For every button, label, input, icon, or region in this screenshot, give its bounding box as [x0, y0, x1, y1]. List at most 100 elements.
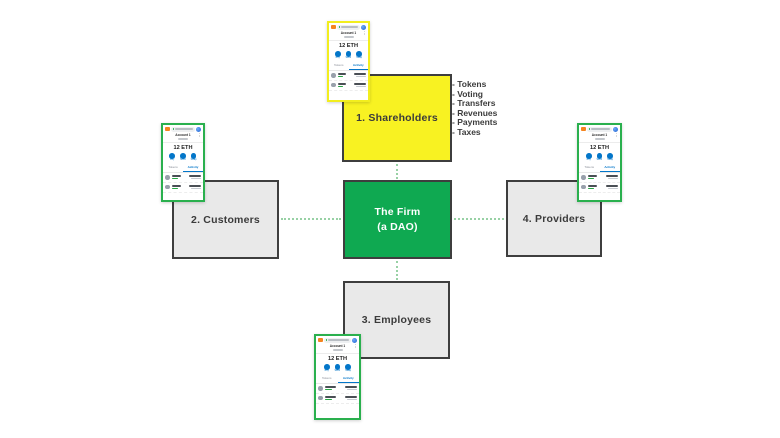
wallet-tabs: Tokens Activity	[316, 375, 359, 384]
token-fiat-text	[356, 85, 366, 88]
wallet-mockup-customers: Account 1 ⋮ 12 ETH Buy Send Swap Tokens …	[161, 123, 205, 202]
send-action[interactable]: Send	[596, 153, 603, 162]
token-fiat-text	[347, 398, 357, 401]
buy-icon[interactable]	[169, 153, 175, 159]
token-name-text	[337, 83, 347, 85]
wallet-balance: 12 ETH	[339, 43, 358, 50]
tab-activity[interactable]: Activity	[183, 164, 203, 172]
network-name-text	[175, 128, 193, 130]
wallet-action-buttons: Buy Send Swap	[316, 364, 359, 373]
tab-tokens[interactable]: Tokens	[321, 376, 332, 381]
connector-firm-customers	[281, 218, 341, 220]
network-name-text	[328, 339, 349, 341]
send-icon[interactable]	[180, 153, 186, 159]
function-item: - Voting	[452, 88, 483, 99]
token-list-item[interactable]	[316, 384, 359, 394]
swap-icon[interactable]	[190, 153, 197, 159]
swap-action[interactable]: Swap	[356, 51, 362, 60]
tab-activity[interactable]: Activity	[348, 62, 368, 70]
account-name[interactable]: Account 1	[329, 343, 346, 348]
buy-action[interactable]: Buy	[334, 51, 341, 60]
send-label: Send	[180, 158, 186, 162]
send-action[interactable]: Send	[180, 153, 186, 162]
box-shareholders-label: 1. Shareholders	[356, 112, 438, 124]
send-icon[interactable]	[345, 51, 352, 57]
token-value-block	[354, 83, 366, 88]
account-avatar[interactable]	[613, 126, 618, 132]
network-selector[interactable]	[171, 126, 195, 132]
token-list-item[interactable]	[579, 173, 620, 183]
token-change-text	[337, 85, 344, 88]
tab-tokens[interactable]: Tokens	[168, 165, 178, 170]
kebab-menu-icon[interactable]: ⋮	[614, 132, 619, 138]
token-list-item[interactable]	[579, 183, 620, 193]
token-title-block	[171, 185, 188, 190]
token-value-block	[189, 185, 201, 190]
token-list-item[interactable]	[329, 71, 368, 81]
account-avatar[interactable]	[361, 24, 366, 30]
token-icon	[581, 175, 586, 180]
buy-icon[interactable]	[334, 51, 341, 57]
token-fiat-text	[191, 177, 201, 180]
swap-icon[interactable]	[607, 153, 613, 159]
token-icon	[581, 184, 586, 190]
kebab-menu-icon[interactable]: ⋮	[353, 343, 358, 349]
swap-icon[interactable]	[345, 364, 351, 370]
buy-action[interactable]: Buy	[585, 153, 592, 162]
token-amount-text	[189, 175, 201, 177]
account-name[interactable]: Account 1	[591, 132, 608, 137]
tab-activity[interactable]: Activity	[599, 164, 620, 172]
token-icon	[331, 73, 336, 78]
token-list-item[interactable]	[163, 183, 203, 193]
wallet-tabs: Tokens Activity	[163, 164, 203, 173]
network-name-text	[341, 26, 358, 28]
network-selector[interactable]	[587, 126, 612, 132]
swap-icon[interactable]	[356, 51, 362, 57]
token-name-text	[587, 175, 598, 177]
buy-action[interactable]: Buy	[169, 153, 175, 162]
network-selector[interactable]	[324, 337, 351, 343]
swap-action[interactable]: Swap	[345, 364, 351, 373]
wallet-header	[316, 336, 359, 344]
token-icon	[165, 175, 170, 180]
network-selector[interactable]	[337, 24, 360, 30]
account-name[interactable]: Account 1	[175, 132, 191, 137]
send-label: Send	[334, 369, 341, 373]
box-employees-label: 3. Employees	[361, 314, 432, 326]
token-title-block	[337, 73, 353, 78]
account-avatar[interactable]	[196, 126, 201, 132]
send-action[interactable]: Send	[345, 51, 352, 60]
token-title-block	[324, 396, 344, 401]
swap-action[interactable]: Swap	[191, 153, 197, 162]
kebab-menu-icon[interactable]: ⋮	[197, 132, 202, 138]
token-list-item[interactable]	[163, 173, 203, 183]
buy-action[interactable]: Buy	[323, 364, 330, 373]
send-icon[interactable]	[596, 153, 603, 159]
token-list-item[interactable]	[316, 394, 359, 404]
swap-label: Swap	[356, 56, 363, 60]
wallet-mockup-providers: Account 1 ⋮ 12 ETH Buy Send Swap Tokens …	[577, 123, 622, 202]
wallet-tabs: Tokens Activity	[579, 164, 620, 173]
swap-action[interactable]: Swap	[607, 153, 613, 162]
function-item: - Payments	[452, 117, 498, 128]
token-list-item[interactable]	[329, 81, 368, 91]
network-name-text	[591, 128, 610, 130]
token-fiat-text	[608, 187, 618, 190]
token-amount-text	[345, 386, 357, 388]
account-name[interactable]: Account 1	[340, 30, 357, 35]
account-avatar[interactable]	[352, 337, 357, 343]
send-action[interactable]: Send	[334, 364, 341, 373]
send-icon[interactable]	[334, 364, 341, 370]
kebab-menu-icon[interactable]: ⋮	[362, 30, 367, 36]
token-name-text	[324, 386, 336, 388]
tab-tokens[interactable]: Tokens	[333, 63, 344, 68]
connector-firm-employees	[396, 261, 398, 280]
wallet-header	[579, 125, 620, 133]
buy-icon[interactable]	[585, 153, 592, 159]
tab-activity[interactable]: Activity	[337, 375, 359, 383]
wallet-header	[329, 23, 368, 31]
tab-tokens[interactable]: Tokens	[584, 165, 594, 170]
buy-icon[interactable]	[323, 364, 330, 370]
token-title-block	[337, 83, 353, 88]
account-row: Account 1 ⋮	[579, 133, 620, 143]
